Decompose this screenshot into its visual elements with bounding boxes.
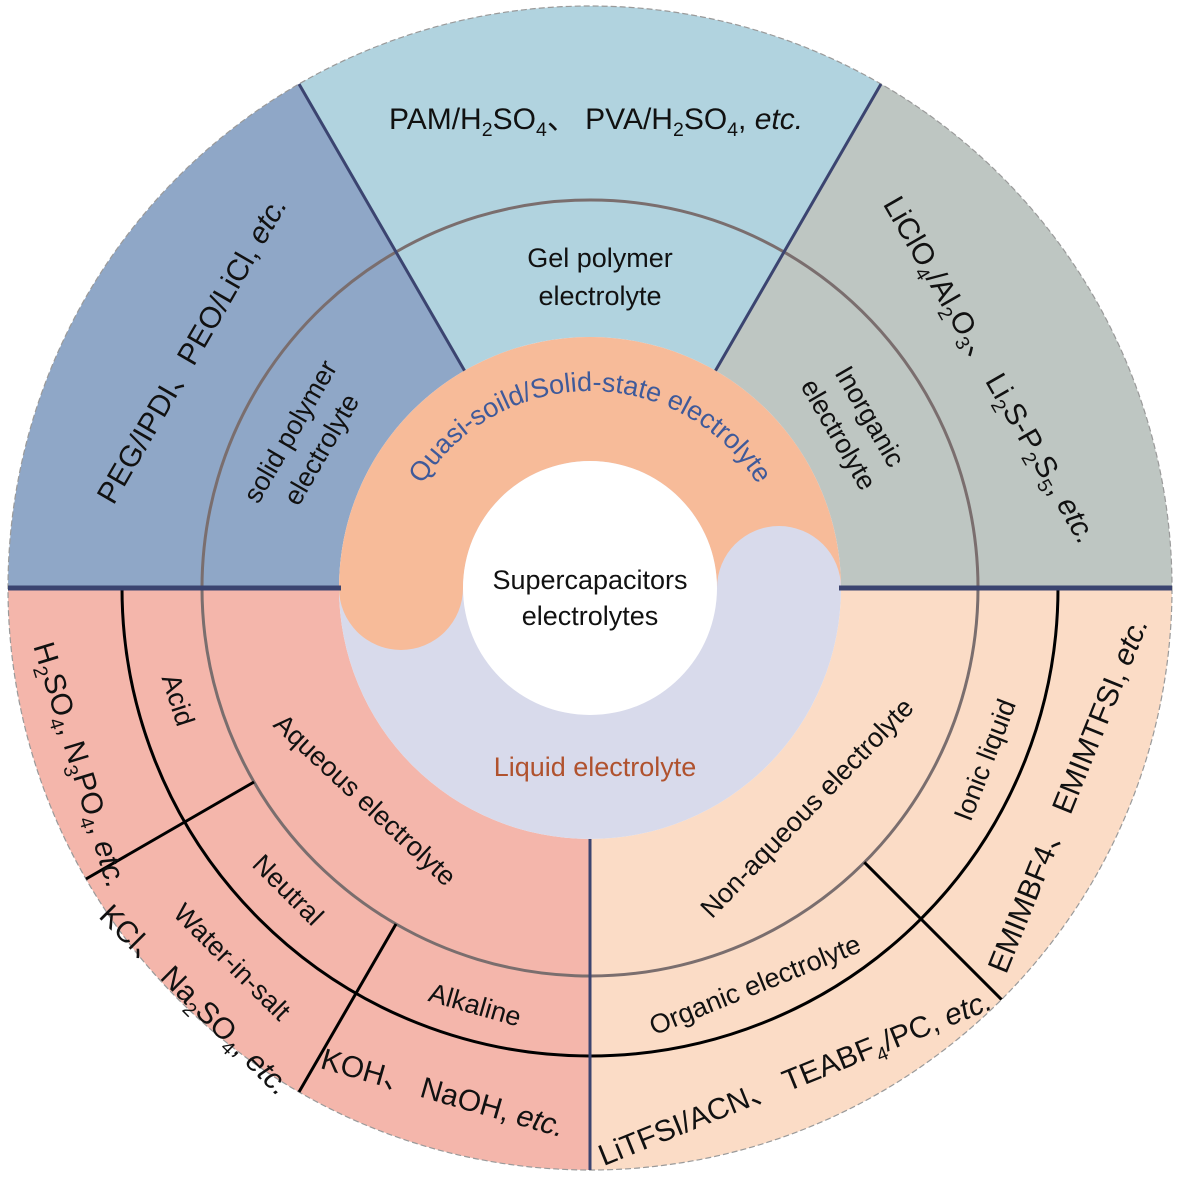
liquid-ring-label: Liquid electrolyte xyxy=(494,752,697,782)
italic-text: etc. xyxy=(755,103,803,136)
divider-acid-neutral xyxy=(85,780,255,881)
subscript: 4 xyxy=(727,119,738,141)
text-segment: 、 PVA/H xyxy=(547,103,673,136)
subscript: 2 xyxy=(673,119,684,141)
text-segment: SO xyxy=(493,103,536,136)
divider-ionic-organic xyxy=(863,861,1003,1001)
liquid-ring-cap xyxy=(717,526,841,588)
gel-polymer-examples: PAM/H2SO4、 PVA/H2SO4, etc. xyxy=(389,103,803,141)
text-segment: SO xyxy=(684,103,727,136)
text-segment: , xyxy=(738,103,755,136)
text-segment: PAM/H xyxy=(389,103,482,136)
inorganic-sector xyxy=(715,83,1172,589)
divider-gel-solid xyxy=(297,83,466,372)
subscript: 2 xyxy=(482,119,493,141)
center-title-line2: electrolytes xyxy=(522,601,659,631)
quasi-solid-ring xyxy=(339,337,841,650)
gel-polymer-category-line1: Gel polymer xyxy=(527,243,673,273)
divider-inorganic-gel xyxy=(714,83,883,372)
gel-polymer-category-line2: electrolyte xyxy=(538,281,661,311)
gel-polymer-sector xyxy=(299,5,881,371)
subscript: 4 xyxy=(536,119,547,141)
divider-neutral-alkaline xyxy=(297,923,398,1093)
aqueous-sector xyxy=(8,588,590,1170)
divider-lines-layer xyxy=(8,83,1172,1170)
center-title-line1: Supercapacitors xyxy=(492,565,687,595)
center-disc xyxy=(463,461,717,715)
solid-polymer-sector xyxy=(8,83,465,589)
